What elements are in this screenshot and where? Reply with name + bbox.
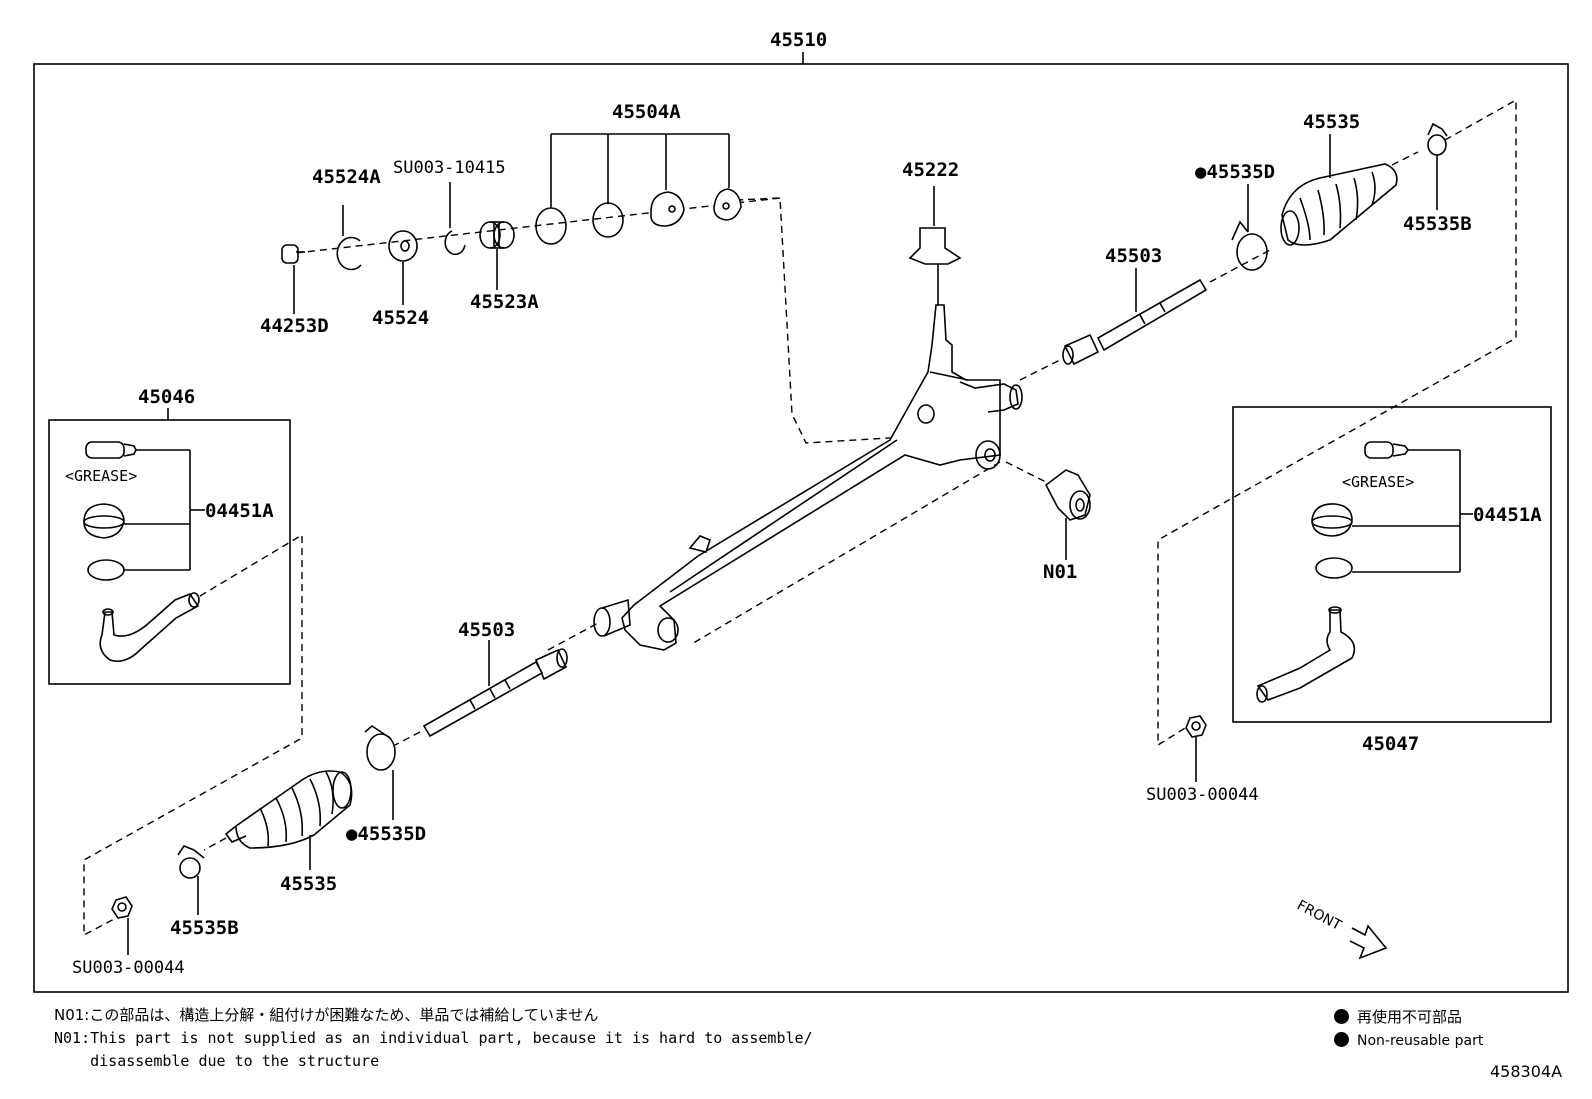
snap-ring-SU003-10415 — [444, 230, 466, 256]
label-45503-upper[interactable]: 45503 — [1105, 245, 1162, 267]
label-45510[interactable]: 45510 — [770, 29, 827, 51]
bracket-04451A-right — [1352, 449, 1473, 573]
clamp-45535D-upper — [1231, 220, 1268, 271]
legend-jp: 再使用不可部品 — [1334, 1006, 1462, 1027]
label-45503-lower[interactable]: 45503 — [458, 619, 515, 641]
dust-boot-left — [83, 503, 125, 539]
bushing-N01 — [1044, 469, 1091, 521]
note-jp: N01:この部品は、構造上分解・組付けが困難なため、単品では補給していません — [54, 1006, 599, 1024]
steering-rack-housing — [593, 304, 1023, 651]
tie-rod-end-right — [1256, 606, 1356, 703]
boot-45535-upper — [1280, 163, 1398, 246]
clip-45535B-upper — [1427, 122, 1448, 156]
grease-tube-left — [85, 441, 137, 459]
cap-45504A-3 — [650, 191, 685, 227]
label-45524[interactable]: 45524 — [372, 307, 429, 329]
label-SU003-10415[interactable]: SU003-10415 — [393, 158, 506, 178]
ring-45504A-2 — [592, 202, 624, 238]
grease-label-left: <GREASE> — [65, 467, 137, 485]
bushing-45523A — [479, 221, 515, 249]
ring-right — [1315, 557, 1353, 579]
label-45535D-lower[interactable]: ●45535D — [346, 823, 426, 845]
tie-rod-45503-lower — [422, 648, 568, 738]
label-45046[interactable]: 45046 — [138, 386, 195, 408]
bracket-45504A — [550, 133, 730, 208]
diagram-id: 458304A — [1490, 1062, 1563, 1081]
label-SU003-00044-right[interactable]: SU003-00044 — [1146, 785, 1259, 805]
front-label: FRONT — [1294, 897, 1344, 934]
label-45535B-lower[interactable]: 45535B — [170, 917, 239, 939]
note-en-line1: N01:This part is not supplied as an indi… — [54, 1029, 813, 1047]
legend-jp-text: 再使用不可部品 — [1357, 1008, 1463, 1026]
label-45535D-upper[interactable]: ●45535D — [1195, 161, 1275, 183]
tie-rod-end-box-45047 — [1232, 406, 1552, 723]
label-45504A[interactable]: 45504A — [612, 101, 681, 123]
legend-en-text: Non-reusable part — [1357, 1033, 1484, 1049]
clamp-45535D-lower — [364, 724, 396, 771]
label-45222[interactable]: 45222 — [902, 159, 959, 181]
assembly-frame — [33, 63, 1569, 993]
label-45535-lower[interactable]: 45535 — [280, 873, 337, 895]
label-44253D[interactable]: 44253D — [260, 315, 329, 337]
label-45535-upper[interactable]: 45535 — [1303, 111, 1360, 133]
note-en-line2: disassemble due to the structure — [54, 1052, 380, 1070]
tie-rod-45503-upper — [1062, 278, 1208, 366]
non-reusable-dot-icon — [1334, 1009, 1349, 1024]
nut-SU003-00044-left — [111, 896, 133, 919]
clip-45535B-lower — [177, 845, 205, 879]
legend-en: Non-reusable part — [1334, 1032, 1483, 1049]
label-45535B-upper[interactable]: 45535B — [1403, 213, 1472, 235]
label-45523A[interactable]: 45523A — [470, 291, 539, 313]
label-04451A-right[interactable]: 04451A — [1473, 504, 1542, 526]
label-N01[interactable]: N01 — [1043, 561, 1077, 583]
grease-label-right: <GREASE> — [1342, 473, 1414, 491]
front-arrow: FRONT — [1294, 897, 1388, 960]
non-reusable-dot-icon-2 — [1334, 1032, 1349, 1047]
tie-rod-end-box-45046 — [48, 419, 291, 685]
nut-SU003-00044-right — [1185, 715, 1207, 738]
tie-rod-end-left — [99, 592, 200, 663]
label-45524A[interactable]: 45524A — [312, 166, 381, 188]
boot-45535-lower — [224, 770, 353, 849]
ring-45504A-1 — [535, 207, 567, 245]
bracket-04451A-left — [124, 449, 205, 571]
cap-44253D — [281, 244, 305, 264]
cap-45504A-4 — [713, 188, 742, 221]
ring-45524A — [336, 236, 362, 271]
label-04451A-left[interactable]: 04451A — [205, 500, 274, 522]
valve-45222 — [908, 227, 962, 305]
ring-left — [87, 559, 125, 581]
washer-45524 — [388, 230, 418, 262]
dust-boot-right — [1311, 503, 1353, 537]
grease-tube-right — [1364, 441, 1409, 459]
label-45047[interactable]: 45047 — [1362, 733, 1419, 755]
label-SU003-00044-left[interactable]: SU003-00044 — [72, 958, 185, 978]
